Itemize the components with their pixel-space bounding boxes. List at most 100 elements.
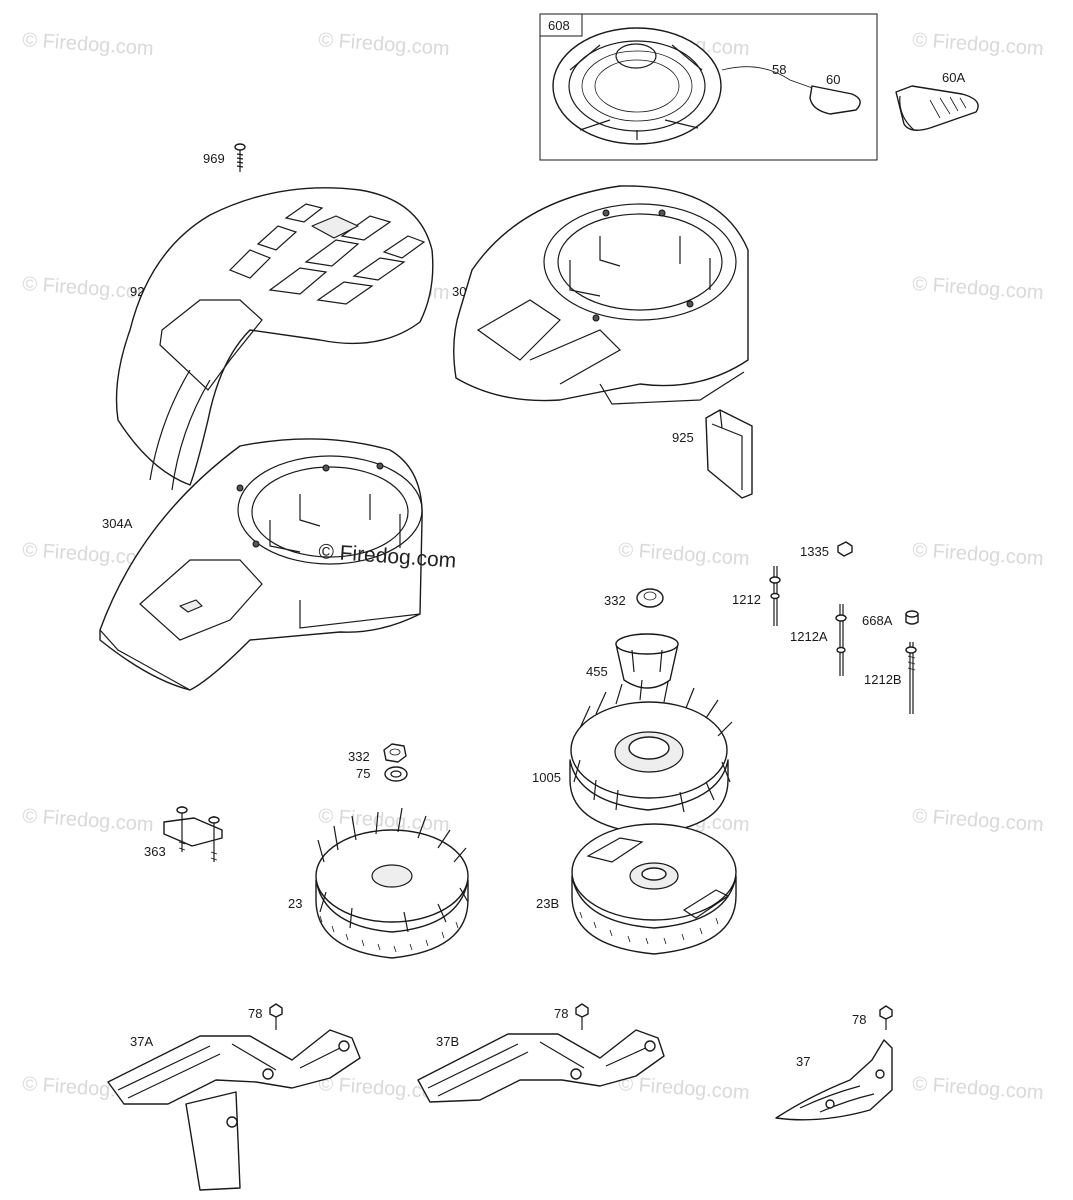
fan-base [569, 759, 729, 835]
baffle-plate [705, 409, 753, 499]
cup-body [615, 643, 679, 689]
bracket-plate [163, 817, 223, 847]
watermark: © Firedog.com [912, 273, 1045, 304]
watermark: © Firedog.com [22, 805, 155, 836]
part-75-washer: 75 [356, 766, 408, 782]
callout-75: 75 [356, 766, 370, 781]
housing-screw [252, 540, 260, 548]
bracket-nut [176, 806, 188, 814]
bracket-nut [208, 816, 220, 824]
cover-edge [149, 369, 211, 491]
housing-inner-wall [569, 236, 711, 297]
armature-lamination [427, 1041, 651, 1097]
part-78-screw-b: 78 [554, 1003, 589, 1030]
callout-23: 23 [288, 896, 302, 911]
flywheel-rim [571, 875, 737, 955]
callout-78-a: 78 [248, 1006, 262, 1021]
part-37B-ignition-armature: 37B [417, 1029, 665, 1103]
callout-925: 925 [672, 430, 694, 445]
part-37A-ignition-armature: 37A [107, 1029, 361, 1191]
part-1212-stud: 1212 [732, 566, 781, 626]
nut-bore [389, 748, 401, 756]
part-304A-blower-housing: 304A [99, 438, 423, 691]
ring-gear-teeth [579, 911, 719, 945]
callout-332-upper: 332 [604, 593, 626, 608]
armature-core [775, 1039, 893, 1121]
flywheel-magnet [586, 837, 730, 919]
watermark: © Firedog.com [912, 539, 1045, 570]
nut-hex [383, 743, 407, 763]
part-332-nut-lower: 332 [348, 743, 407, 764]
cup-rim [615, 633, 679, 655]
housing-front [139, 559, 263, 641]
part-925-baffle: 925 [672, 409, 753, 499]
screw-head [575, 1003, 589, 1018]
part-1005-fan: 1005 [532, 679, 733, 835]
starter-rope [721, 66, 819, 91]
group-label-box [539, 13, 583, 37]
starter-hub [615, 43, 657, 69]
armature-lamination [117, 1043, 345, 1099]
part-23-flywheel: 23 [288, 807, 469, 959]
callout-969: 969 [203, 151, 225, 166]
part-332-nut-upper: 332 [604, 588, 664, 608]
part-969-screw: 969 [203, 143, 246, 172]
lead-terminal [226, 1116, 238, 1128]
washer-outer [384, 766, 408, 782]
callout-37A: 37A [130, 1034, 153, 1049]
starter-ring [581, 50, 693, 122]
stud-shaft [909, 642, 914, 714]
armature-mount-hole [825, 1099, 835, 1109]
housing-screw [658, 209, 666, 217]
part-608-rewind-starter: 608 58 60 [539, 13, 878, 161]
washer-inner [390, 770, 402, 778]
part-60A-starter-handle: 60A [895, 70, 979, 131]
callout-78-b: 78 [554, 1006, 568, 1021]
stud-collar [770, 592, 780, 600]
flywheel-fins [317, 807, 469, 933]
stud-collar [836, 646, 846, 654]
armature-lamination [799, 1085, 875, 1113]
callout-60: 60 [826, 72, 840, 87]
part-1212A-stud: 1212A [790, 604, 847, 676]
part-78-screw-c: 78 [852, 1005, 893, 1030]
watermark: © Firedog.com [912, 805, 1045, 836]
armature-core [417, 1029, 665, 1103]
baffle-fold [711, 409, 743, 490]
watermark: © Firedog.com [618, 539, 751, 570]
part-1212B-stud: 1212B [864, 642, 917, 714]
screw-head [234, 143, 246, 151]
cover-panel [159, 299, 263, 391]
cover-vent [316, 235, 426, 305]
flywheel-bore [641, 867, 667, 881]
housing-front [476, 299, 621, 385]
housing-screw [322, 464, 330, 472]
armature-mount-hole [875, 1069, 885, 1079]
housing-outline [453, 185, 749, 402]
nut-body [636, 588, 664, 608]
screw-head [269, 1003, 283, 1018]
part-304-blower-housing: 304 [452, 185, 749, 405]
callout-304A: 304A [102, 516, 133, 531]
armature-mount-hole [262, 1068, 274, 1080]
screw-head [879, 1005, 893, 1020]
part-455-starter-cup: 455 [586, 633, 679, 689]
cover-vent [228, 203, 324, 279]
housing-badge [179, 599, 203, 613]
fan-blades [573, 679, 733, 813]
watermark: © Firedog.com [618, 1073, 751, 1104]
stud-collar [835, 614, 847, 622]
part-921A-engine-cover: 921A [115, 187, 434, 491]
armature-mount-hole [338, 1040, 350, 1052]
housing-screw [236, 484, 244, 492]
callout-60A: 60A [942, 70, 965, 85]
housing-base [99, 600, 421, 691]
starter-spoke [569, 44, 703, 140]
stud-collar [905, 646, 917, 654]
watermark: © Firedog.com [318, 29, 451, 60]
watermark: © Firedog.com [912, 1073, 1045, 1104]
callout-58: 58 [772, 62, 786, 77]
callout-37: 37 [796, 1054, 810, 1069]
handle-grip [895, 85, 979, 131]
